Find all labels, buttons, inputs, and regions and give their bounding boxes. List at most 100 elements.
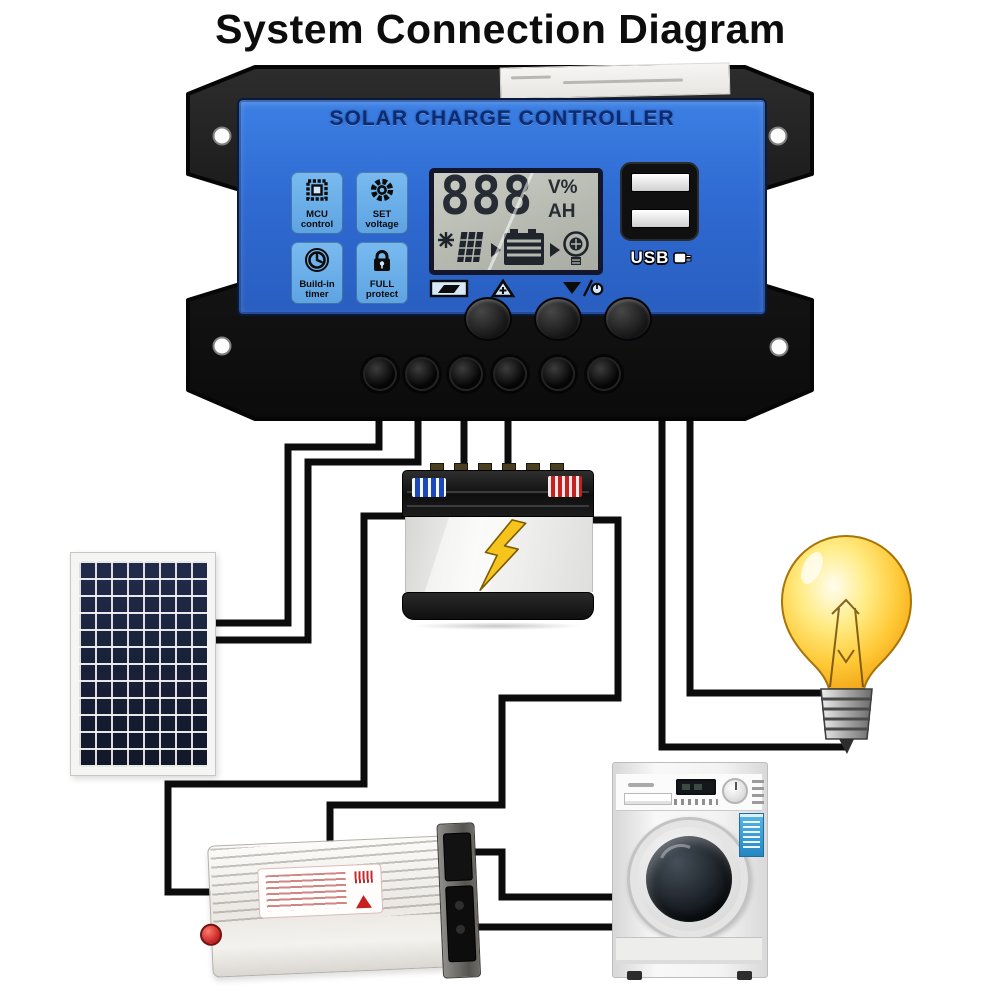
battery-body [405, 517, 593, 592]
wire-controller-to-panel-2 [196, 401, 422, 644]
socket-hole [454, 900, 465, 911]
terminal-solar-plus [363, 357, 397, 391]
light-bulb [780, 534, 913, 754]
gear-icon [370, 178, 394, 202]
washer-display [676, 779, 716, 795]
washer-brand-mark [628, 783, 654, 787]
terminal-battery-minus [493, 357, 527, 391]
inverter-body [207, 835, 449, 978]
warning-triangle-icon [355, 894, 372, 909]
display-segment [694, 784, 702, 790]
wire-battery-to-inverter-left [164, 512, 414, 896]
button-legend-icons [429, 278, 604, 298]
washer-kick-panel [616, 937, 762, 964]
feature-badge-timer: Build-in timer [291, 242, 343, 304]
lock-icon [374, 250, 390, 271]
down-button [604, 297, 652, 341]
battery-seam [407, 491, 589, 493]
load-night-icon [563, 279, 604, 297]
bulb-filament [829, 598, 864, 688]
washer-option-buttons [752, 780, 764, 804]
washer-control-panel [616, 774, 764, 811]
sticker-mark [562, 78, 684, 85]
solar-panel-icon [457, 232, 484, 262]
usb-label: USB [630, 248, 670, 267]
lightning-bolt-icon [479, 519, 527, 592]
battery-icon [504, 229, 544, 265]
lcd-unit-volt-percent: V% [548, 177, 578, 198]
door-reflection [651, 837, 711, 897]
solar-panel [70, 552, 216, 776]
bulb-base-ridges [821, 697, 872, 731]
inverter-spec-label [257, 863, 384, 919]
solar-charge-controller: SOLAR CHARGE CONTROLLER MCU control SET … [185, 62, 815, 422]
controller-front-panel: SOLAR CHARGE CONTROLLER MCU control SET … [237, 98, 767, 341]
energy-label-bars [743, 821, 760, 849]
clock-icon [305, 248, 329, 272]
battery-negative-badge [412, 478, 446, 497]
washer-detergent-drawer [624, 793, 672, 805]
battery-seam [407, 505, 589, 507]
controller-title: SOLAR CHARGE CONTROLLER [329, 107, 675, 130]
terminal-battery-plus [449, 357, 483, 391]
wire-battery-to-inverter-top [326, 516, 622, 860]
terminal-load-plus [541, 357, 575, 391]
socket-hole [455, 924, 466, 935]
up-button [534, 297, 582, 341]
wire-controller-to-bulb-base [686, 401, 838, 697]
feature-badge-mcu: MCU control [291, 172, 343, 234]
washer-door-glass [646, 836, 732, 922]
terminal-solar-minus [405, 357, 439, 391]
sticker-mark [510, 75, 551, 80]
top-sticker [499, 62, 731, 100]
washer-buttons [674, 799, 718, 805]
lcd-status-icons [438, 229, 589, 265]
battery-positive-badge [548, 476, 582, 497]
feature-label: FULL protect [365, 278, 399, 300]
display-segment [682, 784, 690, 790]
washer-door [627, 817, 751, 941]
inverter-socket [445, 885, 477, 963]
page-title: System Connection Diagram [215, 6, 786, 52]
arrow-right-icon [550, 243, 560, 257]
solar-button [464, 297, 512, 341]
wire-controller-to-bulb-tip [658, 401, 849, 751]
sun-icon [438, 232, 454, 248]
feature-label: SET voltage [365, 208, 399, 230]
bulb-glass [780, 534, 913, 690]
washing-machine [612, 762, 768, 980]
usb-port-1 [631, 173, 690, 192]
terminal-load-minus [587, 357, 621, 391]
solar-input-icon [429, 279, 469, 298]
energy-rating-label [739, 813, 764, 857]
washer-foot [737, 971, 752, 980]
usb-caption: USB [617, 248, 707, 268]
washer-foot [627, 971, 642, 980]
solar-panel-cells [79, 561, 207, 767]
battery-top-cover [402, 470, 594, 517]
lcd-display: 888 V% AH [429, 168, 603, 275]
knob-notch [735, 782, 737, 790]
feature-label: Build-in timer [299, 278, 335, 300]
lcd-unit-amp-hour: AH [548, 201, 576, 222]
inverter-socket [442, 832, 473, 882]
battery-base [402, 592, 594, 620]
feature-badge-set-voltage: SET voltage [356, 172, 408, 234]
inverter-outlet-panel [436, 822, 482, 979]
washer-program-knob [722, 778, 748, 804]
power-inverter [197, 820, 489, 997]
mounting-screw-holes [212, 126, 789, 357]
battery-shadow [412, 622, 584, 630]
usb-plug-icon [673, 252, 692, 264]
feature-badge-full-protect: FULL protect [356, 242, 408, 304]
light-bulb-icon [563, 231, 589, 265]
battery-plus-icon [490, 278, 516, 298]
label-red-mark [354, 870, 373, 884]
wire-controller-to-panel-1 [196, 401, 383, 627]
battery [402, 450, 594, 630]
bulb-screw-base [820, 688, 873, 740]
bulb-highlight [801, 552, 823, 584]
lcd-value: 888 [440, 168, 534, 227]
label-text-lines [265, 871, 347, 912]
